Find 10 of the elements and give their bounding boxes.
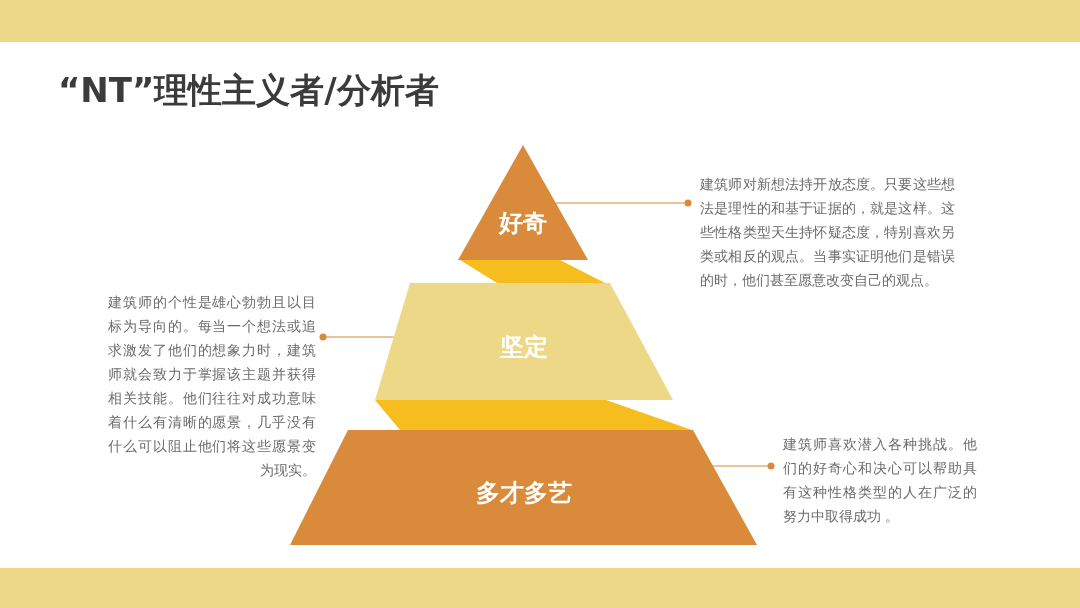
leader-line bbox=[712, 462, 775, 470]
title: “NT”理性主义者/分析者 bbox=[58, 69, 439, 112]
tier-label: 坚定 bbox=[500, 332, 548, 364]
description-text: 建筑师的个性是雄心勃勃且以目标为导向的。每当一个想法或追求激发了他们的想象力时，建筑师就会致力于掌握该主题并获得相关技能。他们往往对成功意味着什么有清晰的愿景，几乎没有什么可以阻止他们将这些愿景变为现实。 bbox=[108, 290, 316, 482]
description-text: 建筑师对新想法持开放态度。只要这些想法是理性的和基于证据的，就是这样。这些性格类型天生持怀疑态度，特别喜欢另类或相反的观点。当事实证明他们是错误的时，他们甚至愿意改变自己的观点。 bbox=[700, 172, 955, 292]
leader-line bbox=[555, 199, 692, 207]
description-text: 建筑师喜欢潜入各种挑战。他们的好奇心和决心可以帮助具有这种性格类型的人在广泛的努力中取得成功 。 bbox=[783, 432, 977, 528]
leader-line bbox=[319, 333, 395, 341]
tier-label: 多才多艺 bbox=[475, 478, 572, 510]
tier-label: 好奇 bbox=[499, 208, 547, 240]
